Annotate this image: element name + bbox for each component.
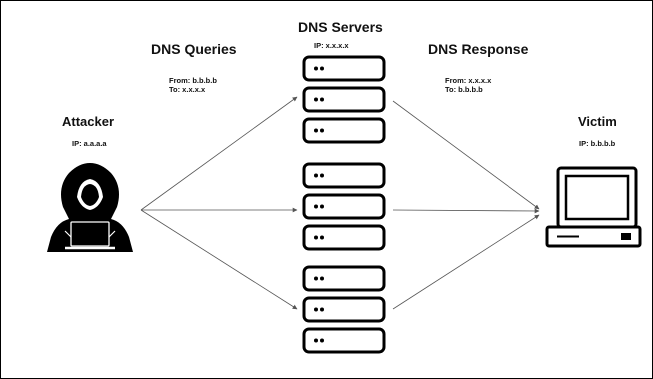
response-arrow-middle <box>392 208 540 214</box>
server-stack-bottom <box>302 265 386 354</box>
dns-queries-from: From: b.b.b.b <box>169 76 217 85</box>
dns-queries-title: DNS Queries <box>151 41 237 57</box>
dns-servers-ip: IP: x.x.x.x <box>314 41 349 50</box>
dns-response-title: DNS Response <box>428 41 529 57</box>
victim-title: Victim <box>578 114 617 129</box>
attacker-title: Attacker <box>62 114 115 129</box>
dns-response-to: To: b.b.b.b <box>445 85 483 94</box>
dns-queries-to: To: x.x.x.x <box>169 85 206 94</box>
dns-servers-title: DNS Servers <box>298 19 383 35</box>
dns-response-from: From: x.x.x.x <box>445 76 492 85</box>
response-arrow-bottom <box>392 214 540 310</box>
response-arrow-top <box>392 100 540 210</box>
server-stack-top <box>302 55 386 144</box>
query-arrow-bottom <box>140 209 298 310</box>
query-arrow-top <box>140 96 298 211</box>
attacker-ip: IP: a.a.a.a <box>72 139 107 148</box>
server-stack-middle <box>302 162 386 251</box>
victim-ip: IP: b.b.b.b <box>579 139 616 148</box>
